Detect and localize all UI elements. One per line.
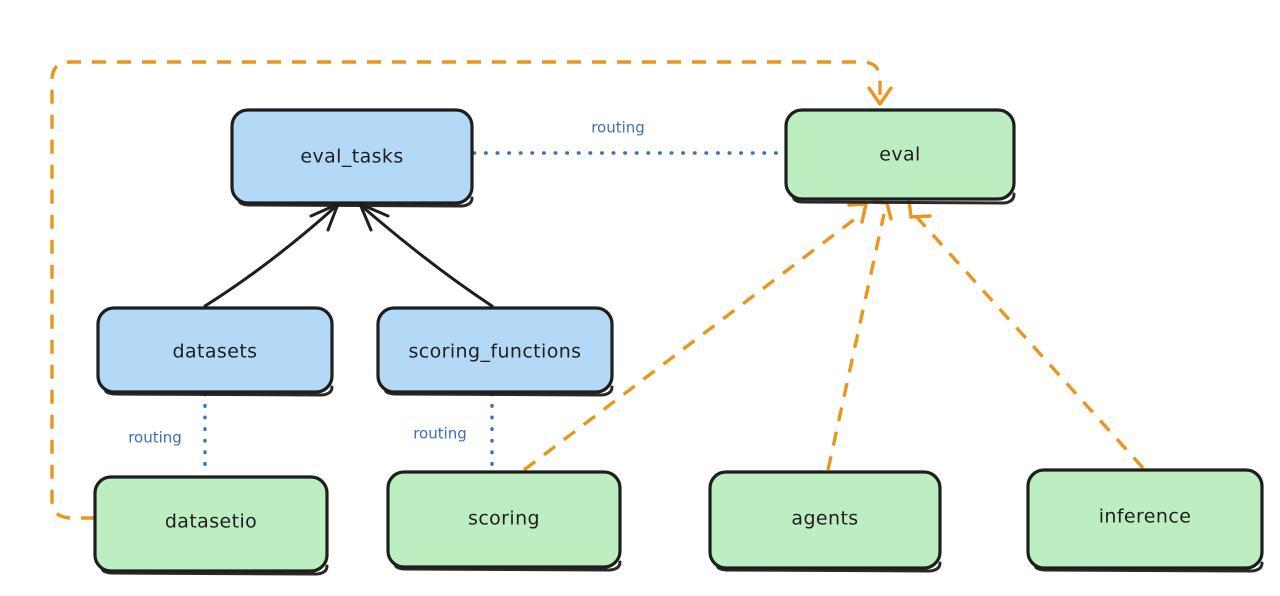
- node-inference-shape: [1026, 468, 1264, 570]
- node-eval[interactable]: eval: [784, 108, 1016, 205]
- node-eval-tasks[interactable]: eval_tasks: [230, 108, 474, 208]
- edge-eval-tasks-to-eval: routing: [472, 119, 786, 155]
- node-eval-label: eval: [879, 144, 920, 166]
- node-datasetio-label: datasetio: [165, 511, 257, 533]
- node-datasetio[interactable]: datasetio: [93, 475, 329, 576]
- edge-label-routing-top: routing: [591, 119, 645, 137]
- node-eval-shape: [784, 108, 1016, 201]
- edge-scoring-to-eval: [522, 202, 868, 472]
- edge-label-routing-datasets: routing: [128, 429, 182, 447]
- edge-scoring-functions-to-scoring: routing: [413, 392, 494, 472]
- node-scoring[interactable]: scoring: [386, 470, 622, 572]
- node-eval-tasks-shape: [230, 108, 474, 205]
- node-datasets[interactable]: datasets: [96, 306, 334, 397]
- edge-scoring-functions-to-eval-tasks: [358, 202, 494, 308]
- node-scoring-functions[interactable]: scoring_functions: [376, 306, 614, 397]
- node-datasets-shape: [96, 306, 334, 394]
- edge-datasetio-to-eval: [50, 60, 893, 520]
- node-datasets-label: datasets: [173, 341, 258, 363]
- node-scoring-shape: [386, 470, 622, 569]
- node-scoring-label: scoring: [468, 508, 540, 530]
- node-inference[interactable]: inference: [1026, 468, 1264, 573]
- node-agents[interactable]: agents: [708, 470, 942, 573]
- node-agents-shape: [708, 470, 942, 570]
- node-scoring-functions-label: scoring_functions: [409, 341, 582, 363]
- edge-datasets-to-datasetio: routing: [128, 392, 207, 477]
- node-datasetio-shape: [93, 475, 329, 573]
- edge-inference-to-eval: [907, 198, 1145, 470]
- edge-agents-to-eval: [826, 200, 893, 471]
- node-scoring-functions-shape: [376, 306, 614, 394]
- edge-datasets-to-eval-tasks: [203, 202, 340, 308]
- node-agents-label: agents: [791, 508, 858, 530]
- node-inference-label: inference: [1099, 506, 1192, 528]
- edge-label-routing-scoring-functions: routing: [413, 425, 467, 443]
- node-eval-tasks-label: eval_tasks: [300, 146, 403, 168]
